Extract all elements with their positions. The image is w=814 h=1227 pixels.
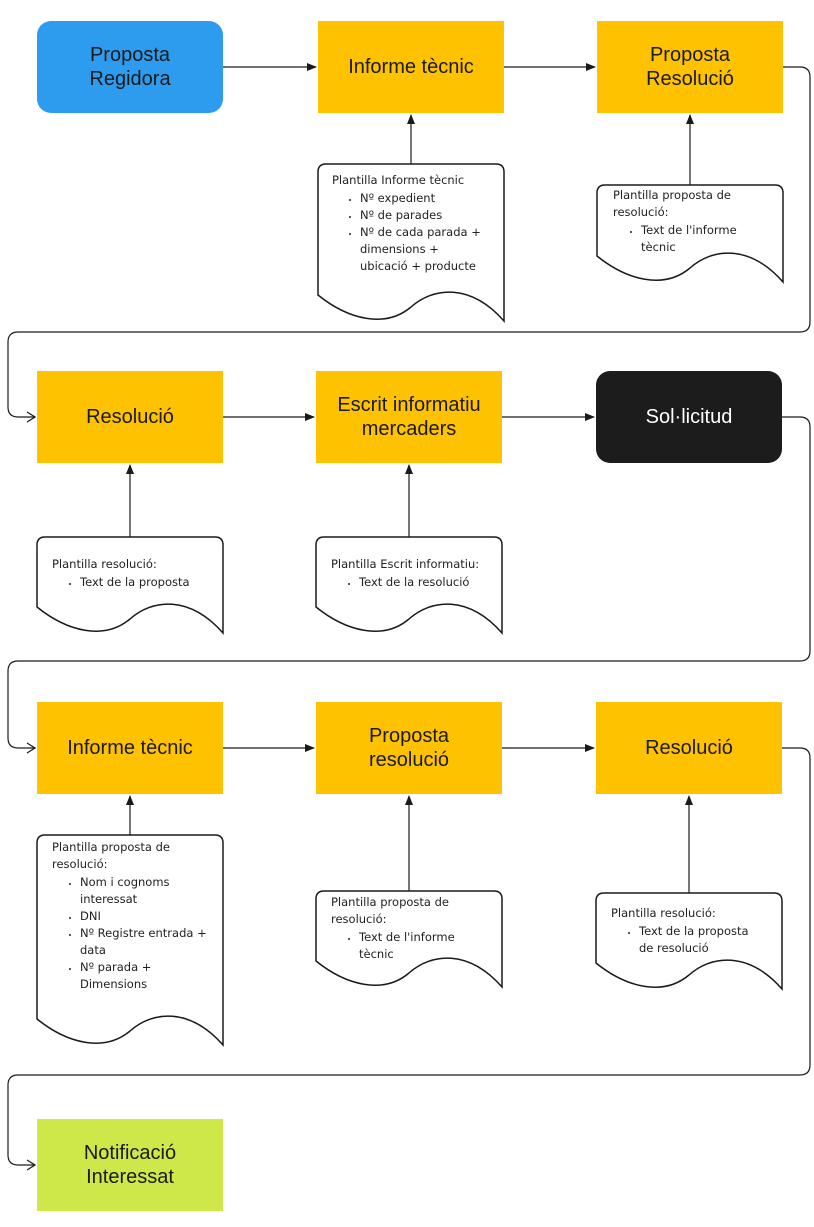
document-item-list: Text de l'informe tècnic: [613, 222, 781, 256]
document-item: Nº parada + Dimensions: [80, 959, 220, 993]
node-label: Notificació Interessat: [83, 1142, 177, 1188]
document-item-list: Text de la proposta: [52, 574, 220, 591]
node-label: Sol·licitud: [645, 406, 733, 428]
document-plantilla-proposta-resolucio-2[interactable]: Plantilla proposta de resolució: Nom i c…: [52, 839, 220, 993]
document-title: Plantilla Informe tècnic: [332, 173, 465, 187]
node-label: Informe tècnic: [67, 737, 193, 759]
document-plantilla-informe-tecnic[interactable]: Plantilla Informe tècnic Nº expedient Nº…: [332, 172, 500, 275]
document-item: Text de la proposta: [80, 574, 220, 591]
node-label: Informe tècnic: [348, 56, 474, 78]
document-item: Text de la resolució: [359, 574, 506, 591]
node-label: Proposta resolució: [368, 725, 450, 771]
document-item: Text de l'informe tècnic: [641, 222, 781, 256]
connector-wrap-to-resolucio: [7, 66, 811, 417]
node-label: Resolució: [86, 406, 174, 428]
process-node-proposta-resolucio[interactable]: Proposta Resolució: [597, 21, 783, 113]
document-item: Nº de parades: [360, 207, 500, 224]
document-title: Plantilla proposta de resolució:: [331, 895, 449, 926]
document-item-list: Text de la resolució: [331, 574, 506, 591]
document-title: Plantilla Escrit informatiu:: [331, 557, 480, 571]
document-item: Text de la proposta de resolució: [639, 923, 779, 957]
document-shape-resolucio-2: [595, 892, 783, 991]
node-label: Proposta Regidora: [89, 44, 171, 90]
document-item-list: Nº expedient Nº de parades Nº de cada pa…: [332, 190, 500, 275]
document-shape-resolucio: [36, 536, 224, 635]
document-shape-informe-tecnic: [317, 163, 505, 323]
node-label: Proposta Resolució: [646, 44, 734, 90]
document-plantilla-proposta-resolucio[interactable]: Plantilla proposta de resolució: Text de…: [613, 187, 781, 256]
connector-wrap-to-notificacio: [7, 747, 811, 1165]
process-node-proposta-resolucio-2[interactable]: Proposta resolució: [316, 702, 502, 794]
start-node-proposta-regidora[interactable]: Proposta Regidora: [37, 21, 223, 113]
process-node-resolucio-2[interactable]: Resolució: [596, 702, 782, 794]
node-label: Escrit informatiu mercaders: [337, 394, 481, 440]
document-item: Nº expedient: [360, 190, 500, 207]
document-item-list: Text de la proposta de resolució: [611, 923, 779, 957]
document-item: Nom i cognoms interessat: [80, 874, 220, 908]
connector-wrap-to-informe-2: [7, 416, 811, 748]
document-shape-escrit-informatiu: [315, 536, 503, 635]
end-node-notificacio-interessat[interactable]: Notificació Interessat: [37, 1119, 223, 1211]
event-node-sollicitud[interactable]: Sol·licitud: [596, 371, 782, 463]
document-shape-proposta-resolucio-2: [36, 834, 224, 1047]
document-item: Nº de cada parada + dimensions + ubicaci…: [360, 224, 500, 275]
document-title: Plantilla proposta de resolució:: [613, 188, 731, 219]
process-node-resolucio[interactable]: Resolució: [37, 371, 223, 463]
process-node-informe-tecnic[interactable]: Informe tècnic: [318, 21, 504, 113]
node-label: Resolució: [645, 737, 733, 759]
document-plantilla-escrit-informatiu[interactable]: Plantilla Escrit informatiu: Text de la …: [331, 556, 506, 591]
document-title: Plantilla resolució:: [611, 906, 716, 920]
document-plantilla-resolucio-2[interactable]: Plantilla resolució: Text de la proposta…: [611, 905, 779, 957]
process-node-escrit-informatiu[interactable]: Escrit informatiu mercaders: [316, 371, 502, 463]
document-item: Nº Registre entrada + data: [80, 925, 220, 959]
document-item-list: Nom i cognoms interessat DNI Nº Registre…: [52, 874, 220, 993]
document-title: Plantilla resolució:: [52, 557, 157, 571]
document-item: DNI: [80, 908, 220, 925]
document-plantilla-proposta-resolucio-3[interactable]: Plantilla proposta de resolució: Text de…: [331, 894, 499, 963]
document-item-list: Text de l'informe tècnic: [331, 929, 499, 963]
document-item: Text de l'informe tècnic: [359, 929, 499, 963]
document-plantilla-resolucio[interactable]: Plantilla resolució: Text de la proposta: [52, 556, 220, 591]
document-shape-proposta-resolucio: [596, 184, 784, 284]
document-title: Plantilla proposta de resolució:: [52, 840, 170, 871]
process-node-informe-tecnic-2[interactable]: Informe tècnic: [37, 702, 223, 794]
document-shape-proposta-resolucio-3: [315, 890, 503, 989]
